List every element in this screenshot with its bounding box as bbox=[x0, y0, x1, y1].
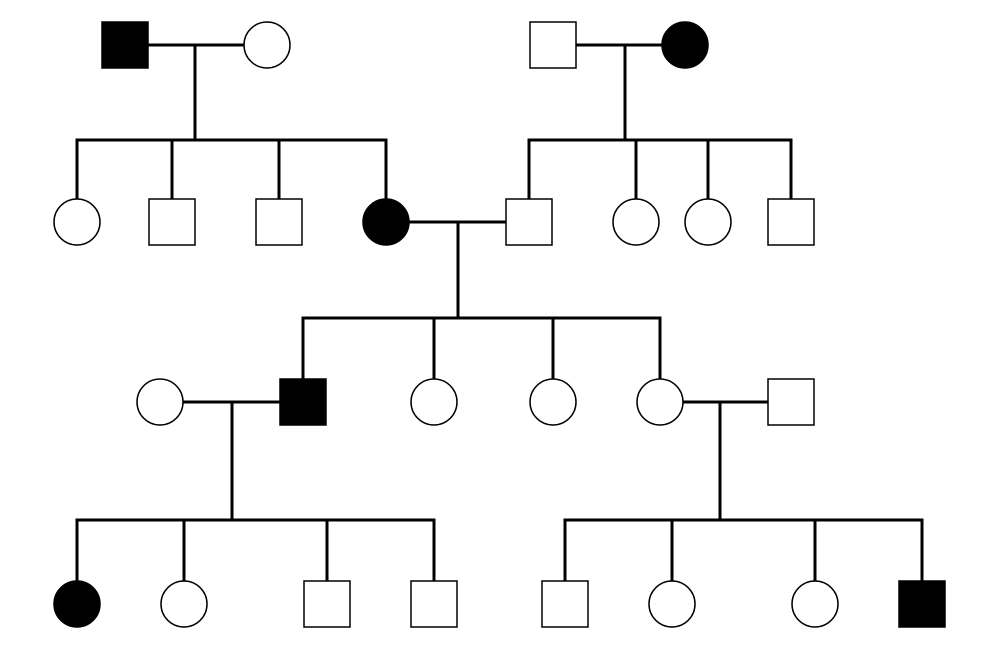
unaffected-male-square bbox=[303, 580, 351, 628]
unaffected-female-circle bbox=[529, 378, 577, 426]
affected-female-circle bbox=[53, 580, 101, 628]
unaffected-female-circle bbox=[648, 580, 696, 628]
unaffected-male-square bbox=[541, 580, 589, 628]
unaffected-male-square bbox=[767, 378, 815, 426]
unaffected-female-circle bbox=[684, 198, 732, 246]
unaffected-female-circle bbox=[791, 580, 839, 628]
affected-male-square bbox=[101, 21, 149, 69]
unaffected-female-circle bbox=[636, 378, 684, 426]
pedigree-lines bbox=[75, 43, 924, 583]
unaffected-female-circle bbox=[53, 198, 101, 246]
unaffected-female-circle bbox=[136, 378, 184, 426]
affected-male-square bbox=[279, 378, 327, 426]
pedigree-individuals bbox=[53, 21, 946, 628]
affected-female-circle bbox=[661, 21, 709, 69]
unaffected-male-square bbox=[767, 198, 815, 246]
unaffected-female-circle bbox=[160, 580, 208, 628]
affected-male-square bbox=[898, 580, 946, 628]
unaffected-male-square bbox=[505, 198, 553, 246]
unaffected-female-circle bbox=[410, 378, 458, 426]
unaffected-female-circle bbox=[612, 198, 660, 246]
unaffected-male-square bbox=[410, 580, 458, 628]
unaffected-female-circle bbox=[243, 21, 291, 69]
unaffected-male-square bbox=[255, 198, 303, 246]
unaffected-male-square bbox=[148, 198, 196, 246]
unaffected-male-square bbox=[529, 21, 577, 69]
affected-female-circle bbox=[362, 198, 410, 246]
